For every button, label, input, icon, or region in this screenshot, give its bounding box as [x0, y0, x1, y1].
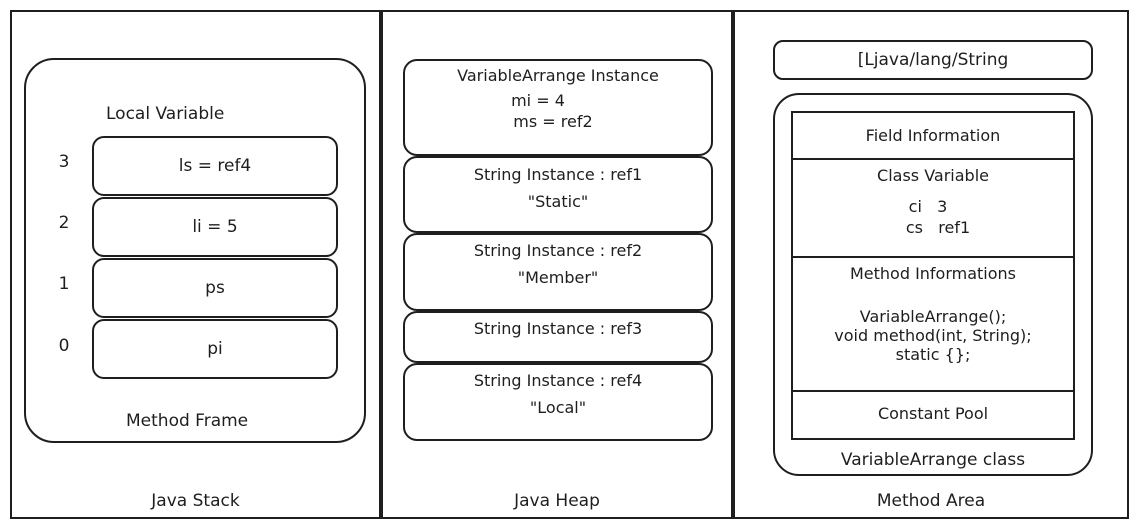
method-signature: static {}; — [895, 345, 971, 364]
method-informations-title: Method Informations — [849, 264, 1017, 283]
class-variable-title: Class Variable — [877, 166, 989, 185]
instance-field: mi = 4 — [511, 91, 565, 110]
java-heap-title: Java Heap — [514, 491, 600, 511]
local-variable-slot-2: li = 5 — [92, 197, 338, 257]
instance-title: String Instance : ref2 — [473, 241, 643, 260]
method-frame-title: Method Frame — [126, 411, 249, 431]
local-variable-slot-1: ps — [92, 258, 338, 318]
slot-index-1: 1 — [58, 274, 70, 294]
local-variable-slot-0: pi — [92, 319, 338, 379]
class-name-label: VariableArrange class — [840, 450, 1026, 470]
class-variable-line: ci 3 — [908, 197, 948, 216]
string-instance-ref4: String Instance : ref4 "Local" — [403, 363, 713, 441]
java-heap-panel: VariableArrange Instance mi = 4 ms = ref… — [381, 10, 733, 519]
class-variable-line: cs ref1 — [905, 218, 971, 237]
java-stack-title: Java Stack — [151, 491, 240, 511]
class-structure-table: Field Information Class Variable ci 3 cs… — [791, 111, 1075, 440]
method-informations-section: Method Informations VariableArrange(); v… — [793, 258, 1073, 392]
instance-title: VariableArrange Instance — [457, 66, 659, 85]
instance-field: ms = ref2 — [513, 112, 593, 131]
slot-index-2: 2 — [58, 213, 70, 233]
java-stack-panel: Local Variable 3 ls = ref4 2 li = 5 1 ps… — [10, 10, 381, 519]
instance-title: String Instance : ref1 — [473, 165, 643, 184]
string-value: "Static" — [527, 192, 589, 211]
slot-index-0: 0 — [58, 336, 70, 356]
method-signature: void method(int, String); — [834, 326, 1032, 345]
local-variable-title: Local Variable — [106, 104, 225, 124]
method-area-panel: [Ljava/lang/String Field Information Cla… — [733, 10, 1129, 519]
instance-title: String Instance : ref3 — [473, 319, 643, 338]
string-value: "Local" — [529, 398, 587, 417]
method-frame: Local Variable 3 ls = ref4 2 li = 5 1 ps… — [24, 58, 366, 443]
class-variable-section: Class Variable ci 3 cs ref1 — [793, 160, 1073, 258]
string-instance-ref1: String Instance : ref1 "Static" — [403, 156, 713, 233]
slot-index-3: 3 — [58, 152, 70, 172]
array-class-box: [Ljava/lang/String — [773, 40, 1093, 80]
constant-pool-section: Constant Pool — [877, 404, 989, 423]
variablearrange-class-box: Field Information Class Variable ci 3 cs… — [773, 93, 1093, 476]
method-signature: VariableArrange(); — [859, 307, 1007, 326]
string-value: "Member" — [517, 268, 599, 287]
instance-title: String Instance : ref4 — [473, 371, 643, 390]
field-information-section: Field Information — [793, 113, 1073, 160]
variablearrange-instance: VariableArrange Instance mi = 4 ms = ref… — [403, 59, 713, 156]
method-area-title: Method Area — [876, 491, 986, 511]
local-variable-slot-3: ls = ref4 — [92, 136, 338, 196]
string-instance-ref2: String Instance : ref2 "Member" — [403, 233, 713, 311]
string-instance-ref3: String Instance : ref3 — [403, 311, 713, 363]
